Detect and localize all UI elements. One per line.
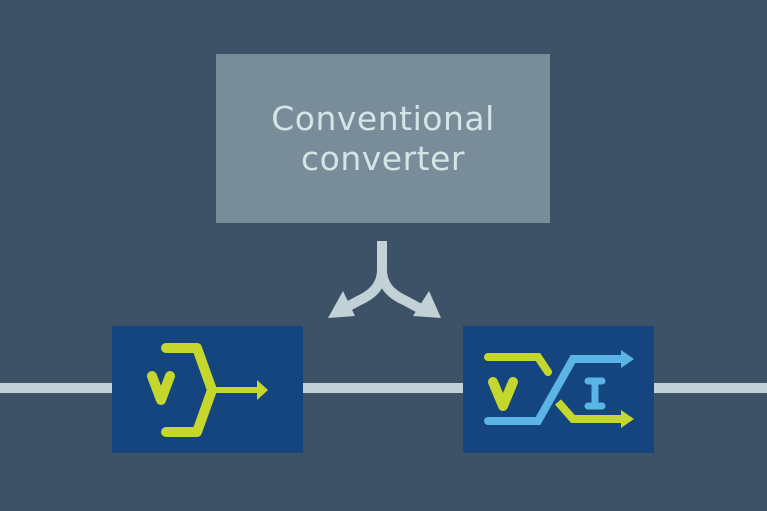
signal-line bbox=[0, 383, 767, 393]
converter-label: Conventional converter bbox=[271, 98, 495, 178]
voltage-converter-block bbox=[112, 326, 303, 453]
voltage-current-cross-icon bbox=[484, 350, 634, 428]
conventional-converter-box: Conventional converter bbox=[216, 54, 550, 223]
voltage-current-converter-block bbox=[463, 326, 654, 453]
voltage-split-icon bbox=[147, 343, 268, 437]
